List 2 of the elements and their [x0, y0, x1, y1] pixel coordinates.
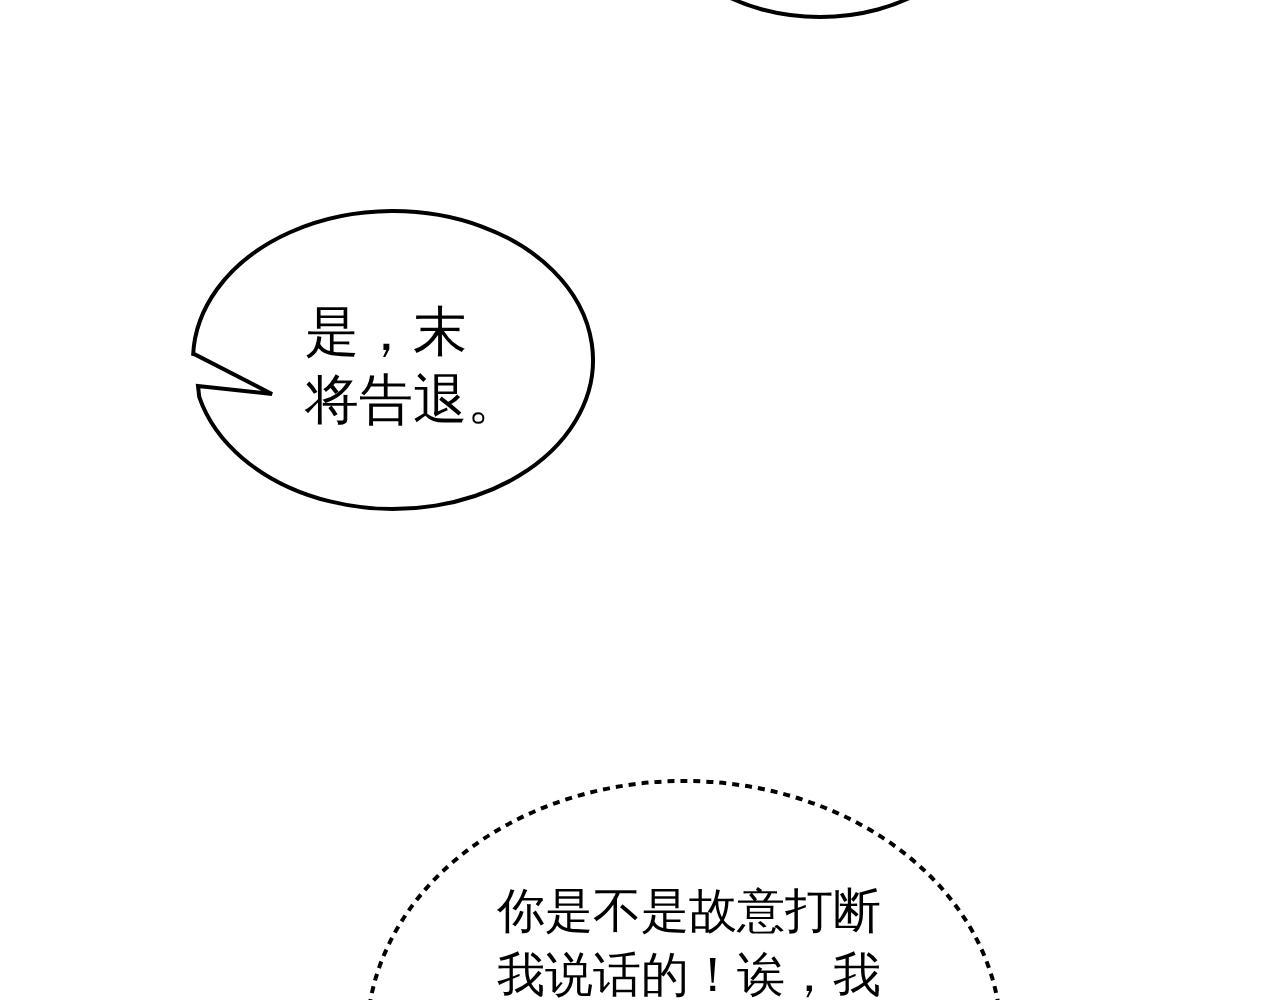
dialogue-text: 是，末将告退。	[305, 299, 521, 433]
dialogue-text: 你是不是故意打断我说话的！诶，我	[497, 881, 881, 1000]
